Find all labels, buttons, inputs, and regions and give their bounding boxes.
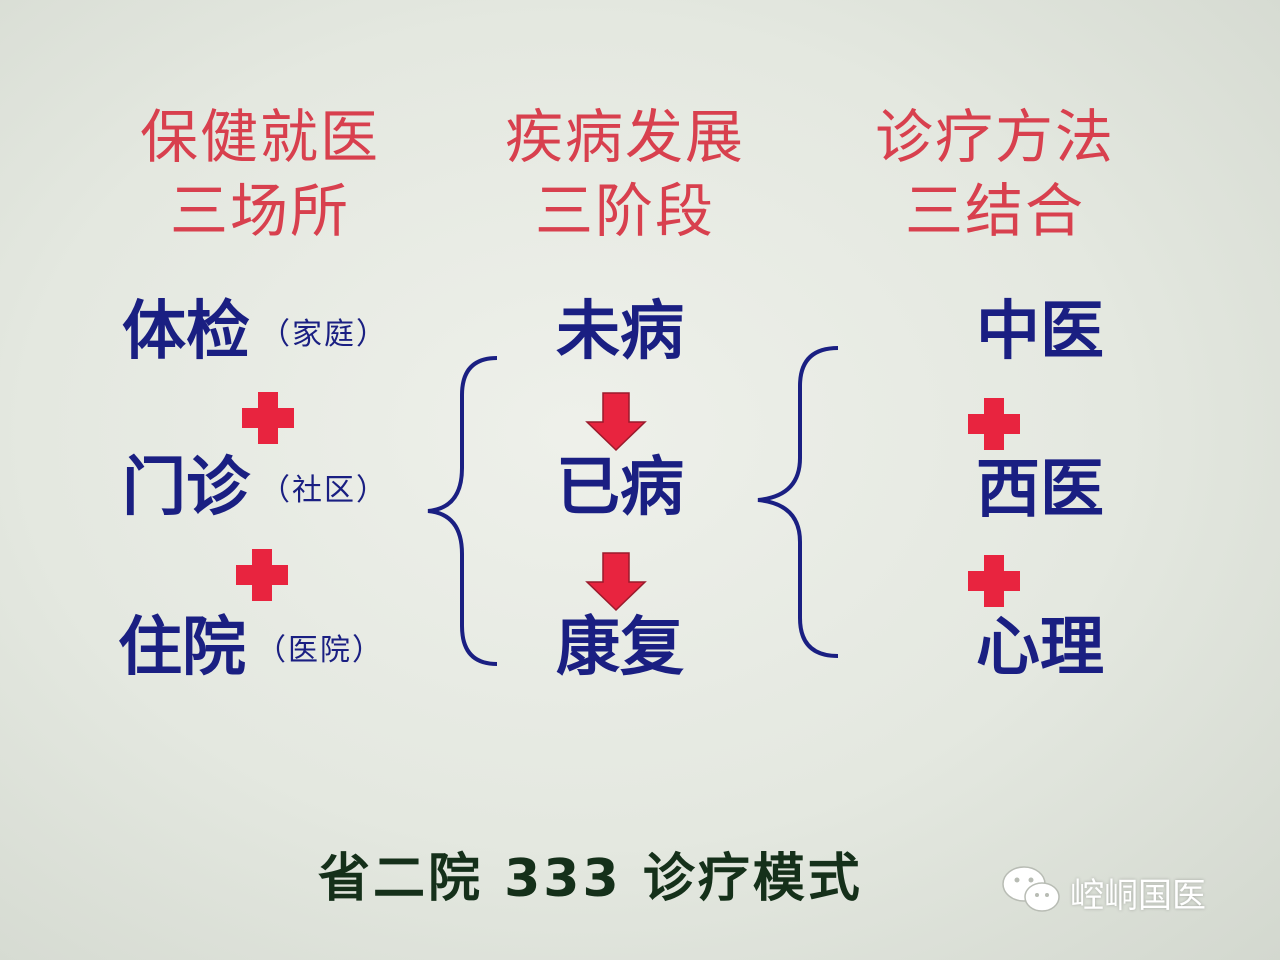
place-note: （社区） [260, 473, 388, 509]
place-name: 门诊 [122, 451, 250, 525]
header-line-2: 三场所 [169, 177, 350, 245]
header-line-2: 三阶段 [534, 177, 715, 245]
plus-icon [236, 549, 288, 601]
column-header-methods: 诊疗方法 三结合 [815, 100, 1175, 248]
left-brace-icon [427, 356, 498, 666]
right-brace-icon [757, 346, 839, 658]
plus-icon [968, 555, 1020, 607]
wechat-icon [1002, 866, 1060, 912]
column-header-stages: 疾病发展 三阶段 [445, 100, 805, 248]
header-line-1: 诊疗方法 [874, 103, 1115, 171]
header-line-1: 保健就医 [139, 103, 380, 171]
place-note: （医院） [256, 633, 384, 669]
place-note: （家庭） [260, 317, 388, 353]
column-header-places: 保健就医 三场所 [80, 100, 440, 248]
method-item: 中医 [976, 295, 1104, 369]
watermark-text: 崆峒国医 [1070, 876, 1206, 916]
down-arrow-icon [585, 392, 647, 452]
down-arrow-icon [585, 552, 647, 612]
stage-item: 未病 [556, 295, 684, 369]
place-item: 住院 （医院） [118, 608, 384, 691]
watermark: 崆峒国医 [1000, 860, 1260, 920]
header-line-1: 疾病发展 [504, 103, 745, 171]
place-item: 体检 （家庭） [122, 292, 388, 375]
footer-title: 省二院 333 诊疗模式 [318, 849, 863, 909]
stage-item: 已病 [556, 451, 684, 525]
method-item: 西医 [976, 453, 1104, 527]
header-line-2: 三结合 [904, 177, 1085, 245]
place-name: 住院 [118, 611, 246, 685]
plus-icon [242, 392, 294, 444]
method-item: 心理 [976, 611, 1104, 685]
plus-icon [968, 398, 1020, 450]
stage-item: 康复 [556, 611, 684, 685]
place-item: 门诊 （社区） [122, 448, 388, 531]
place-name: 体检 [122, 295, 250, 369]
